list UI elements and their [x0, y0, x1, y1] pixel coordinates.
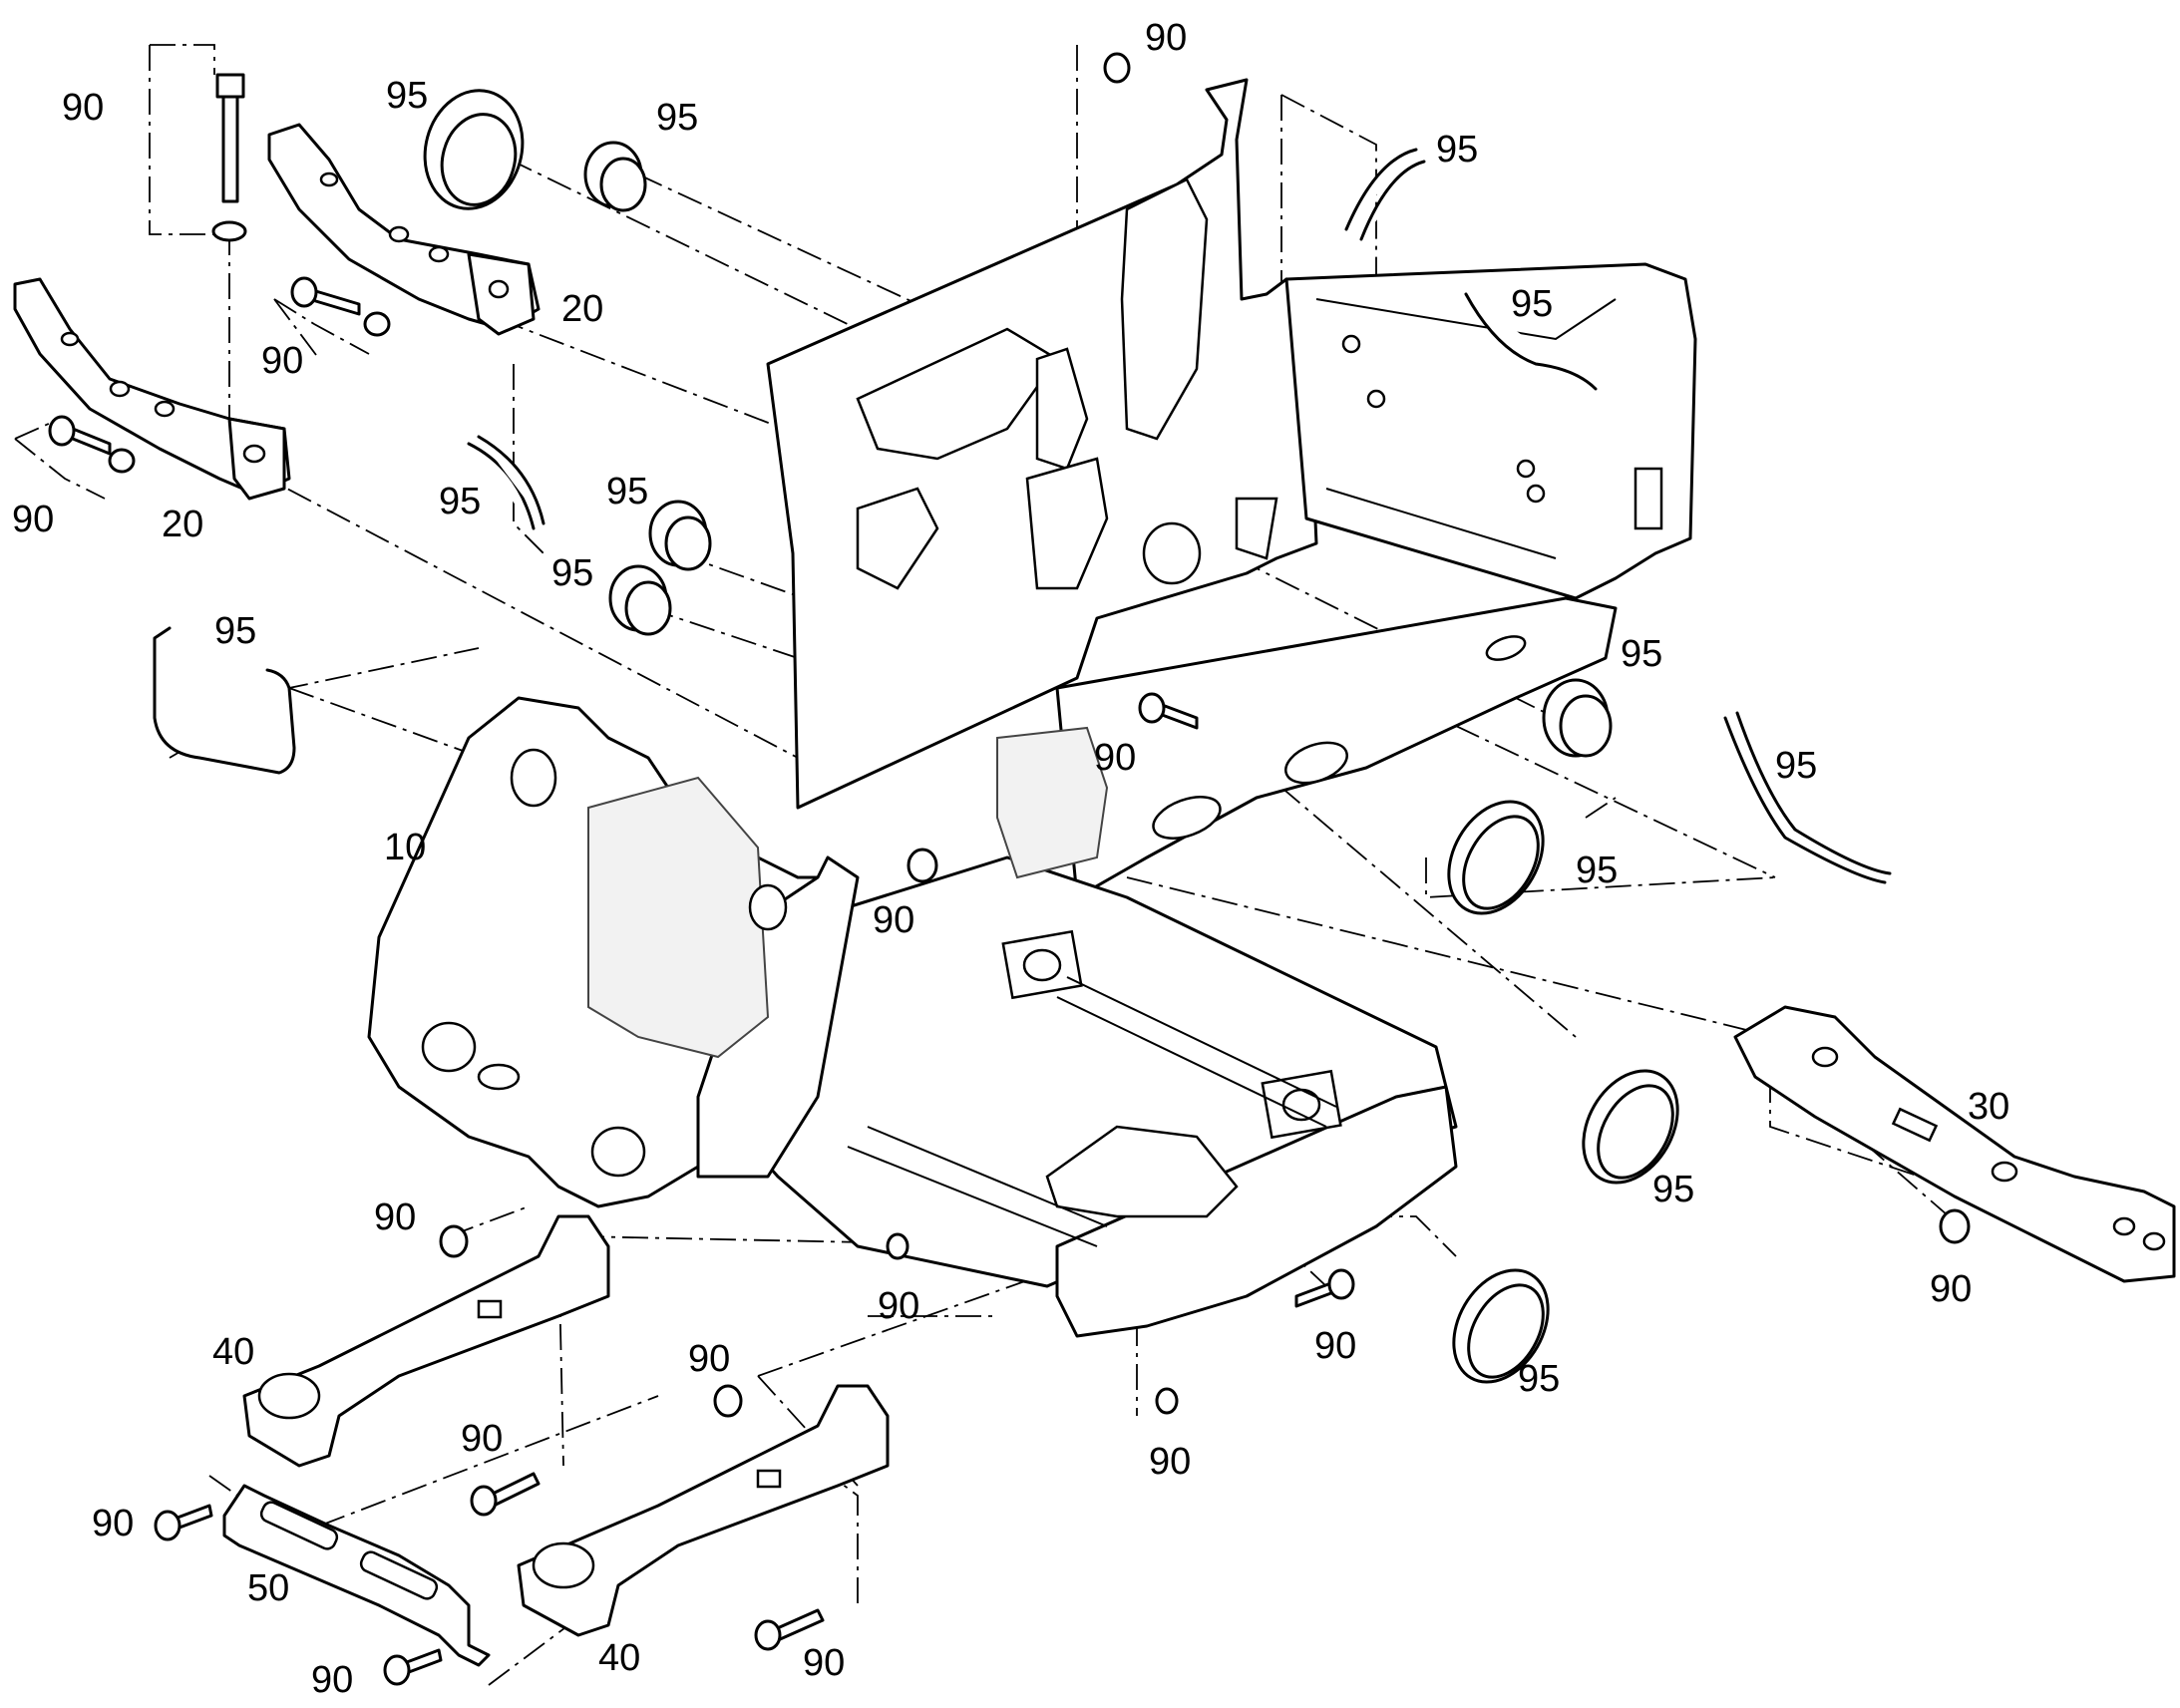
- callout-90: 90: [311, 1659, 353, 1701]
- seals-95: [153, 89, 1892, 1384]
- callout-95: 95: [439, 481, 481, 522]
- callout-95: 95: [1518, 1358, 1560, 1400]
- callout-95: 95: [1621, 633, 1662, 675]
- arm-30: [1733, 1005, 2176, 1283]
- callout-95: 95: [1436, 129, 1478, 171]
- callout-90: 90: [12, 499, 54, 540]
- bracket-50: [222, 1484, 491, 1667]
- callout-95: 95: [1775, 745, 1817, 787]
- arm-20-upper: [267, 123, 541, 336]
- callout-95: 95: [1652, 1169, 1694, 1210]
- callout-90: 90: [62, 87, 104, 129]
- callout-40: 40: [598, 1637, 640, 1679]
- callout-90: 90: [1314, 1325, 1356, 1367]
- callout-20: 20: [561, 288, 603, 330]
- callout-95: 95: [1511, 283, 1553, 325]
- callout-40: 40: [212, 1331, 254, 1373]
- callout-90: 90: [688, 1338, 730, 1380]
- callout-90: 90: [92, 1503, 134, 1544]
- callout-30: 30: [1968, 1086, 2009, 1128]
- callout-95: 95: [551, 552, 593, 594]
- callout-95: 95: [386, 75, 428, 117]
- callout-95: 95: [214, 610, 256, 652]
- callout-90: 90: [1149, 1441, 1191, 1483]
- callout-95: 95: [606, 471, 648, 512]
- callout-50: 50: [247, 1567, 289, 1609]
- callout-10: 10: [384, 827, 426, 868]
- callout-90: 90: [803, 1642, 845, 1684]
- callout-90: 90: [374, 1196, 416, 1238]
- arm-40-lower: [517, 1384, 890, 1637]
- callout-90: 90: [1145, 17, 1187, 59]
- callout-90: 90: [261, 340, 303, 382]
- callout-90: 90: [1094, 737, 1136, 779]
- callout-90: 90: [878, 1285, 919, 1327]
- fasteners-90: [48, 52, 1971, 1686]
- callout-95: 95: [656, 97, 698, 139]
- arm-20-lower: [13, 277, 291, 501]
- callout-90: 90: [1930, 1268, 1972, 1310]
- callout-95: 95: [1576, 850, 1618, 891]
- callout-90: 90: [461, 1418, 503, 1460]
- callout-90: 90: [873, 899, 914, 941]
- callout-20: 20: [162, 504, 203, 545]
- arm-40-upper: [242, 1214, 610, 1468]
- main-frame-assembly: [367, 78, 1697, 1338]
- callout-labels: 90 95 95 90 95 95 20 90 90 20 95 95 95 9…: [12, 17, 2009, 1701]
